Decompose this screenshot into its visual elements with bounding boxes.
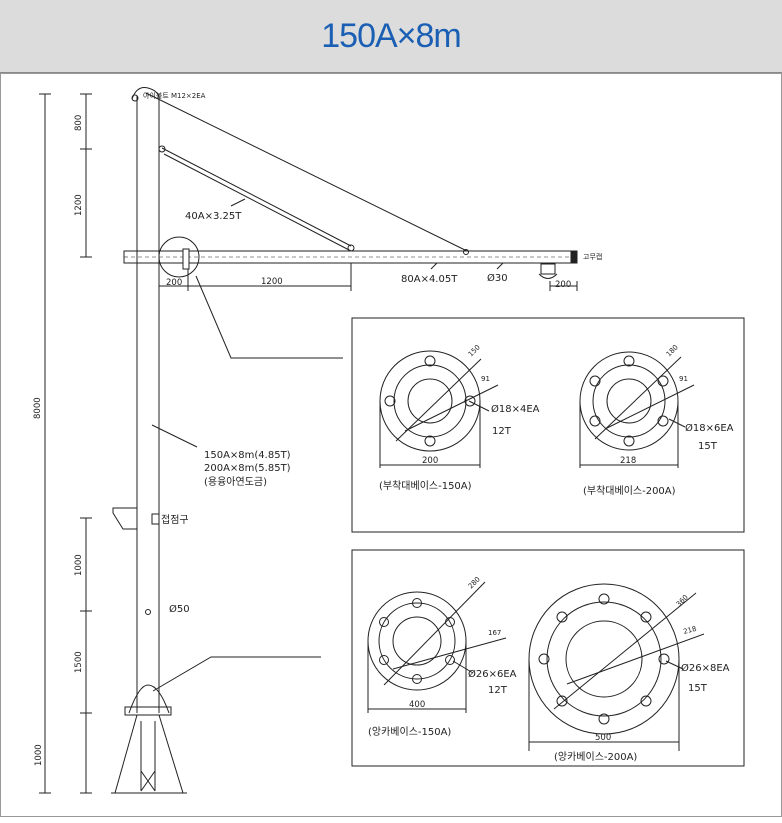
dim-218-anchor: 218 xyxy=(682,625,697,636)
caption-anchor-200a: (앙카베이스-200A) xyxy=(554,751,637,763)
caption-anchor-150a: (앙카베이스-150A) xyxy=(368,726,451,738)
caption-attach-200a: (부착대베이스-200A) xyxy=(583,485,676,497)
dim-91-left: 91 xyxy=(481,375,490,383)
pole-spec-3: (용융아연도금) xyxy=(204,476,267,488)
dim-167: 167 xyxy=(488,629,501,637)
flange-200a-attachment xyxy=(579,351,695,468)
anchor-200a xyxy=(528,583,705,751)
holes-6ea-top: Ø18×6EA xyxy=(685,422,734,434)
title-bar: 150A×8m xyxy=(0,0,782,73)
dim-150: 150 xyxy=(467,343,482,358)
dim-1500: 1500 xyxy=(74,651,84,673)
thickness-12t-anchor: 12T xyxy=(488,685,508,696)
anchor-150a xyxy=(367,581,507,713)
pole xyxy=(111,87,578,794)
dim-400: 400 xyxy=(409,700,425,710)
holes-4ea: Ø18×4EA xyxy=(491,403,540,415)
thickness-12t-top: 12T xyxy=(492,426,512,437)
dim-arm-200-right: 200 xyxy=(555,280,571,290)
brace-label: 40A×3.25T xyxy=(185,211,242,222)
dim-200-flange: 200 xyxy=(422,456,438,466)
dim-1000-upper: 1000 xyxy=(74,554,84,576)
dim-arm-200-left: 200 xyxy=(166,278,182,288)
flange-150a-attachment xyxy=(379,350,499,468)
drawing-canvas: 8000 800 1200 1000 1500 1000 xyxy=(33,87,745,794)
panel-attachment-base xyxy=(351,317,745,533)
dim-1200-vertical: 1200 xyxy=(74,194,84,216)
panel-anchor-base xyxy=(351,549,745,767)
dim-arm-1200: 1200 xyxy=(261,277,283,287)
rubber-cap-label: 고무캡 xyxy=(583,253,602,261)
holes-8ea: Ø26×8EA xyxy=(681,662,730,674)
pole-spec-2: 200A×8m(5.85T) xyxy=(204,463,291,474)
holes-6ea-anchor: Ø26×6EA xyxy=(468,668,517,680)
arm-label: 80A×4.05T xyxy=(401,274,458,285)
thickness-15t-anchor: 15T xyxy=(688,683,708,694)
dim-180: 180 xyxy=(665,343,680,358)
eye-bolt-label: 아이볼트 M12×2EA xyxy=(143,91,206,100)
dimension-lines xyxy=(39,93,92,794)
dim-91-right: 91 xyxy=(679,375,688,383)
arm-dia-label: Ø30 xyxy=(487,272,508,284)
dim-8000: 8000 xyxy=(33,397,43,419)
hole-dia-label: Ø50 xyxy=(169,603,190,615)
pole-spec-1: 150A×8m(4.85T) xyxy=(204,450,291,461)
technical-drawing: 8000 800 1200 1000 1500 1000 xyxy=(0,73,782,817)
dim-360: 360 xyxy=(675,593,690,608)
page-title: 150A×8m xyxy=(321,17,462,55)
dim-800: 800 xyxy=(74,115,84,131)
thickness-15t-top: 15T xyxy=(698,441,718,452)
ground-terminal-label: 접점구 xyxy=(161,514,189,526)
caption-attach-150a: (부착대베이스-150A) xyxy=(379,480,472,492)
dim-500: 500 xyxy=(595,733,611,743)
dim-218-flange: 218 xyxy=(620,456,636,466)
dim-1000-base: 1000 xyxy=(34,744,44,766)
